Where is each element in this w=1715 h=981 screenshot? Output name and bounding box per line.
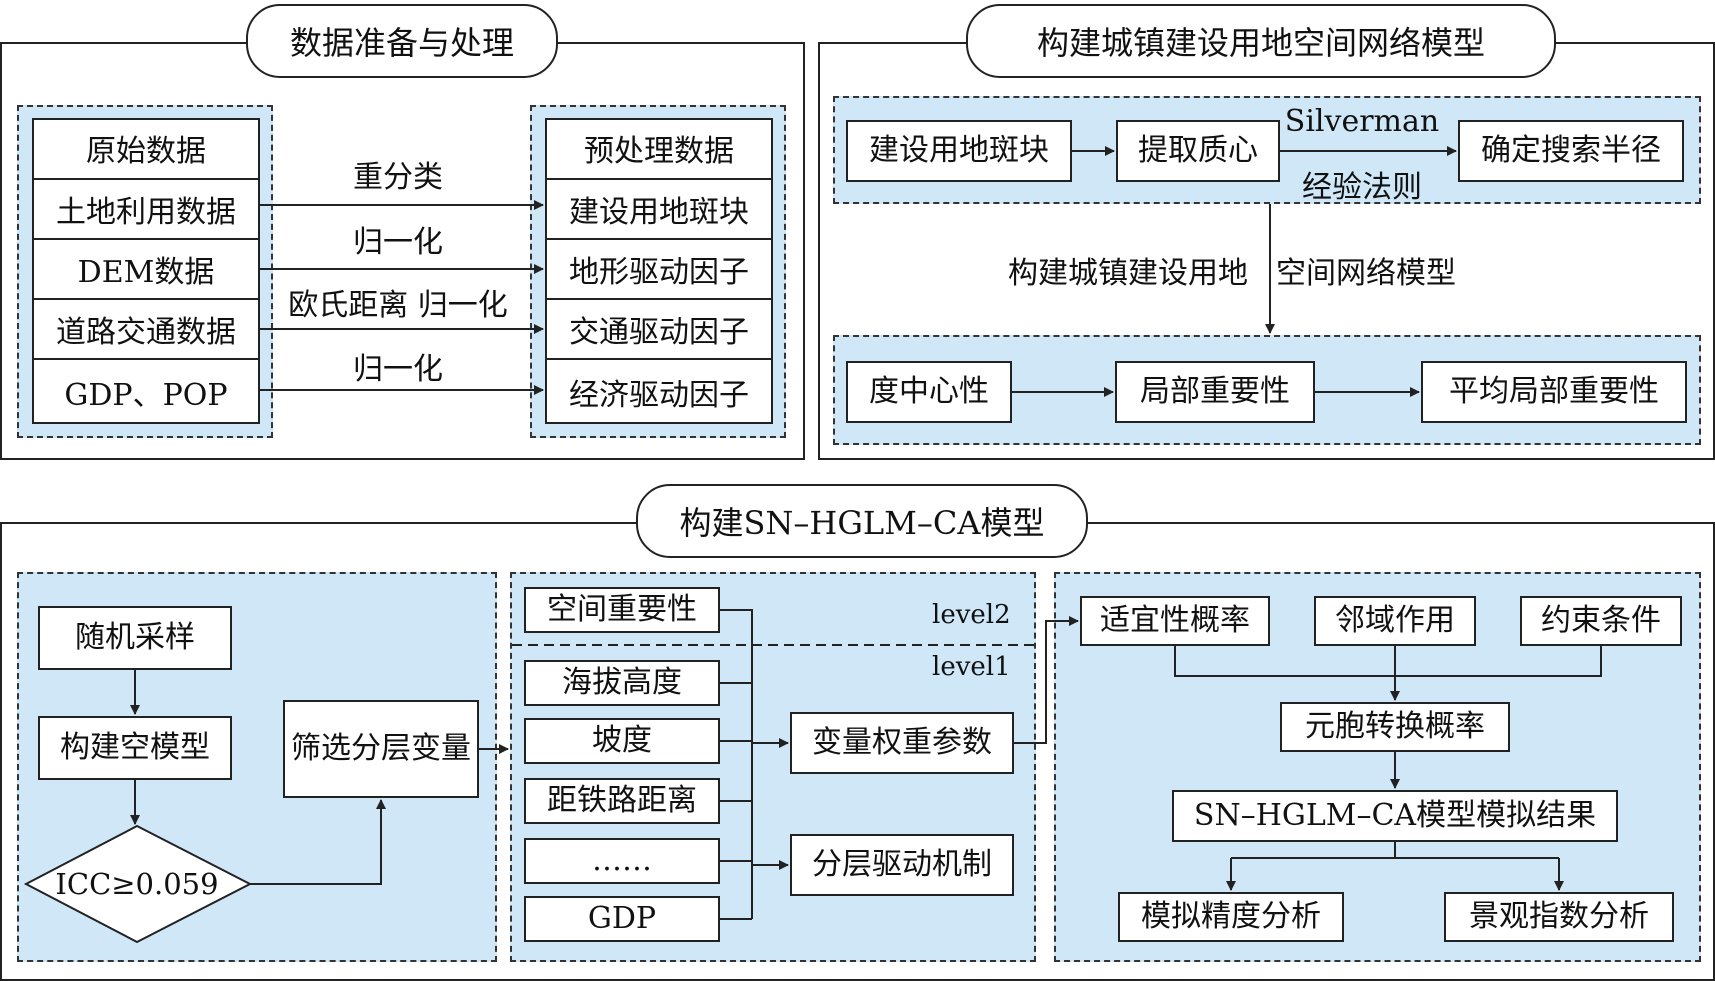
local-importance-box: 局部重要性 [1115, 361, 1315, 423]
arrow-weights-suitability [1014, 616, 1079, 744]
raw-data-table [32, 118, 260, 424]
data-prep-title: 数据准备与处理 [246, 4, 558, 78]
raw-item-gdp-pop: GDP、POP [64, 378, 228, 413]
random-sampling-box: 随机采样 [38, 606, 232, 670]
null-model-box: 构建空模型 [38, 716, 232, 780]
op-euclid-normalize-label: 欧氏距离 归一化 [288, 288, 508, 323]
gdp-box: GDP [524, 896, 720, 942]
build-network-label-right: 空间网络模型 [1276, 256, 1456, 291]
pre-data-header: 预处理数据 [545, 118, 773, 180]
raw-item-dem: DEM数据 [32, 240, 260, 300]
silverman-label: Silverman [1284, 104, 1440, 139]
level2-label: level2 [932, 600, 1011, 630]
rule-of-thumb-label: 经验法则 [1302, 170, 1422, 205]
network-patches-box: 建设用地斑块 [846, 120, 1072, 182]
level1-label: level1 [932, 652, 1011, 682]
suitability-box: 适宜性概率 [1080, 596, 1270, 646]
raw-item-landuse: 土地利用数据 [32, 180, 260, 240]
search-radius-box: 确定搜索半径 [1458, 120, 1684, 182]
pre-item-economy: 经济驱动因子 [569, 378, 749, 413]
raw-data-header: 原始数据 [32, 118, 260, 180]
op-reclassify-label: 重分类 [353, 160, 443, 195]
degree-centrality-box: 度中心性 [846, 361, 1012, 423]
simulation-result-box: SN–HGLM–CA模型模拟结果 [1172, 790, 1618, 842]
rail-distance-box: 距铁路距离 [524, 778, 720, 824]
landscape-index-box: 景观指数分析 [1444, 892, 1674, 942]
screen-variables-box: 筛选分层变量 [283, 700, 479, 798]
slope-box: 坡度 [524, 718, 720, 764]
accuracy-analysis-box: 模拟精度分析 [1118, 892, 1344, 942]
ellipsis-box: …… [524, 838, 720, 884]
spatial-importance-box: 空间重要性 [524, 587, 720, 633]
centroid-box: 提取质心 [1116, 120, 1280, 182]
op-normalize-label-1: 归一化 [353, 225, 443, 260]
constraint-box: 约束条件 [1520, 596, 1682, 646]
icc-label: ICC≥0.059 [55, 867, 219, 901]
hierarchical-mechanism-box: 分层驱动机制 [790, 834, 1014, 896]
build-network-label-left: 构建城镇建设用地 [1008, 256, 1248, 291]
elevation-box: 海拔高度 [524, 660, 720, 706]
bus-spatial [720, 609, 753, 919]
pre-item-terrain: 地形驱动因子 [545, 240, 773, 300]
pre-item-patches: 建设用地斑块 [545, 180, 773, 240]
arrow-icc-screen [250, 799, 386, 885]
model-title: 构建SN–HGLM–CA模型 [636, 484, 1088, 558]
icc-diamond [23, 824, 253, 944]
avg-local-importance-box: 平均局部重要性 [1421, 361, 1687, 423]
raw-item-road: 道路交通数据 [32, 300, 260, 360]
merge-factors [1174, 646, 1602, 677]
transition-prob-box: 元胞转换概率 [1280, 702, 1510, 752]
neighborhood-box: 邻域作用 [1314, 596, 1476, 646]
pre-data-table [545, 118, 773, 424]
network-title: 构建城镇建设用地空间网络模型 [966, 4, 1556, 78]
op-normalize-label-2: 归一化 [353, 352, 443, 387]
variable-weights-box: 变量权重参数 [790, 712, 1014, 774]
pre-item-traffic: 交通驱动因子 [545, 300, 773, 360]
